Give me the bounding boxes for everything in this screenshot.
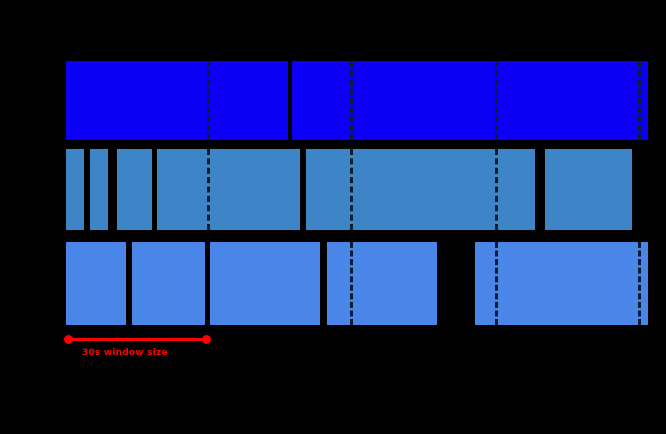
timeline-segment: [132, 242, 205, 325]
timeline-segment: [66, 149, 84, 230]
annotation-end-dot: [202, 335, 211, 344]
window-boundary-dashed-line: [207, 61, 210, 140]
timeline-segment: [475, 242, 648, 325]
window-boundary-dashed-line: [495, 61, 498, 140]
timeline-segment: [66, 61, 288, 140]
window-boundary-dashed-line: [350, 149, 353, 230]
window-boundary-dashed-line: [350, 242, 353, 325]
timeline-segment: [66, 242, 126, 325]
timeline-segment: [90, 149, 108, 230]
annotation-start-dot: [64, 335, 73, 344]
timeline-segment: [306, 149, 535, 230]
window-boundary-dashed-line: [350, 61, 353, 140]
timeline-segment: [157, 149, 300, 230]
timeline-segment: [117, 149, 152, 230]
window-boundary-dashed-line: [638, 61, 641, 140]
timeline-segment: [545, 149, 632, 230]
timeline-segment: [292, 61, 648, 140]
annotation-label: 30s window size: [82, 348, 168, 358]
timeline-segment: [210, 242, 320, 325]
window-boundary-dashed-line: [638, 242, 641, 325]
annotation-span-line: [68, 338, 207, 341]
window-boundary-dashed-line: [495, 149, 498, 230]
window-boundary-dashed-line: [207, 149, 210, 230]
timeline-segment: [327, 242, 437, 325]
window-boundary-dashed-line: [495, 242, 498, 325]
